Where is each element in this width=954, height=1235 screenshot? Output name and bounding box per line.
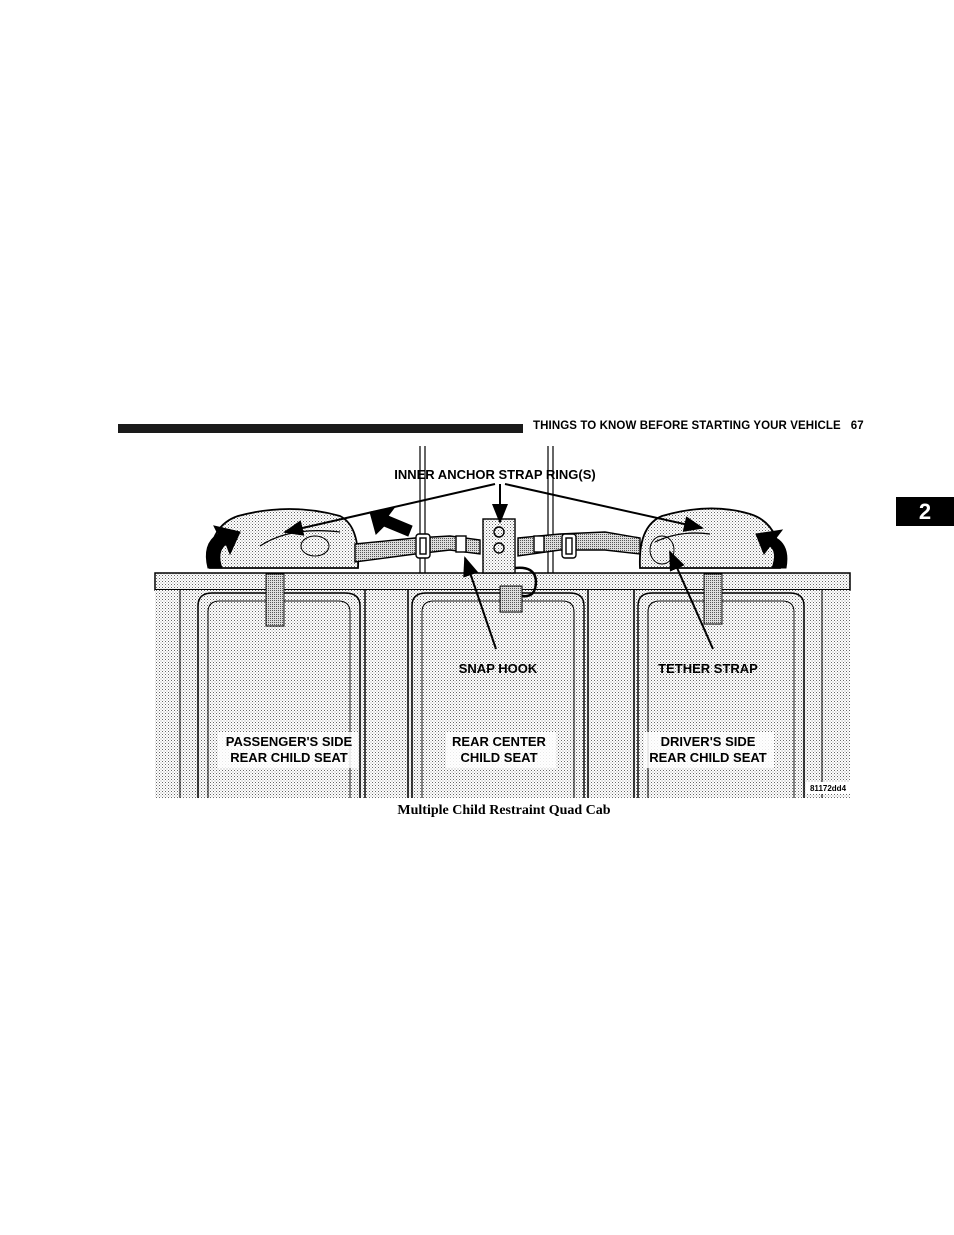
- header-rule: [118, 424, 523, 433]
- section-title: THINGS TO KNOW BEFORE STARTING YOUR VEHI…: [533, 420, 841, 432]
- tether-straps: [354, 531, 641, 563]
- figure-code: 81172dd4: [810, 784, 847, 793]
- strap-tabs: [265, 573, 723, 627]
- label-passenger-line2: REAR CHILD SEAT: [230, 750, 348, 765]
- anchor-bracket: [482, 518, 538, 598]
- page-number: 67: [850, 420, 864, 432]
- label-driver-line2: REAR CHILD SEAT: [649, 750, 767, 765]
- direction-arrows: [205, 507, 788, 569]
- label-tether-strap: TETHER STRAP: [658, 661, 758, 676]
- label-passenger-line1: PASSENGER'S SIDE: [226, 734, 353, 749]
- label-center-line2: CHILD SEAT: [460, 750, 537, 765]
- child-restraint-illustration: INNER ANCHOR STRAP RING(S) SNAP HOOK TET…: [150, 446, 855, 798]
- label-snap-hook: SNAP HOOK: [459, 661, 538, 676]
- running-header: THINGS TO KNOW BEFORE STARTING YOUR VEHI…: [533, 420, 893, 432]
- label-center-line1: REAR CENTER: [452, 734, 547, 749]
- figure-caption: Multiple Child Restraint Quad Cab: [397, 803, 611, 818]
- label-inner-anchor: INNER ANCHOR STRAP RING(S): [394, 467, 596, 482]
- chapter-tab: 2: [896, 497, 954, 526]
- callout-arrows: [283, 483, 714, 650]
- label-driver-line1: DRIVER'S SIDE: [661, 734, 756, 749]
